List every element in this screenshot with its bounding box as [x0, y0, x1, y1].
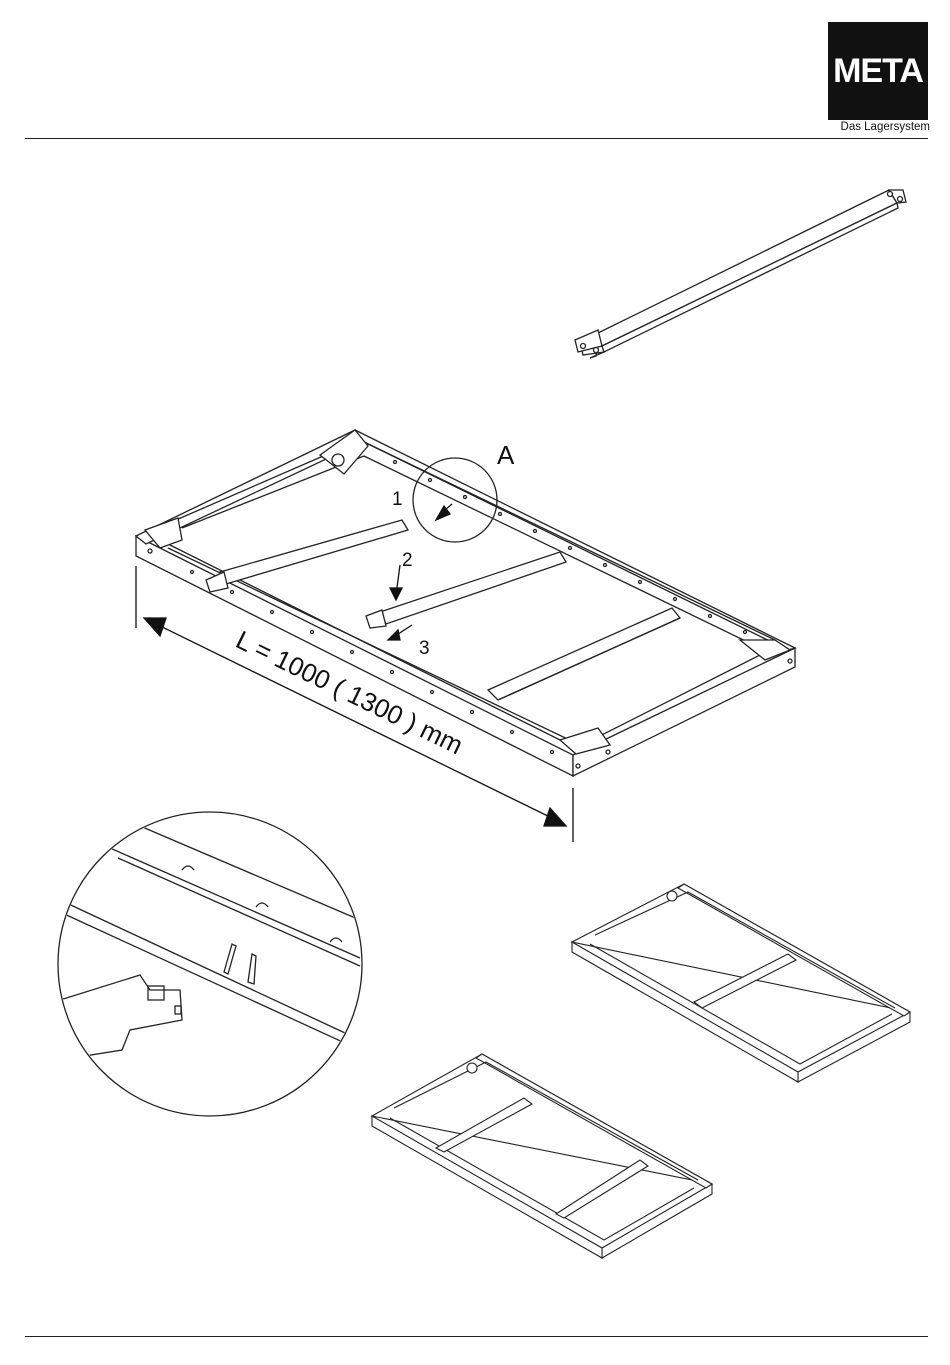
crossbar-part: [575, 190, 906, 358]
step-label-2: 2: [402, 550, 413, 571]
assembled-shelf-2: [372, 1054, 712, 1258]
step-label-3: 3: [419, 638, 430, 659]
step-label-1: 1: [392, 489, 403, 510]
detail-label: A: [497, 440, 515, 470]
detail-magnified: [58, 812, 362, 1116]
shelf-frame: [136, 430, 795, 776]
assembled-shelf-1: [572, 884, 910, 1082]
